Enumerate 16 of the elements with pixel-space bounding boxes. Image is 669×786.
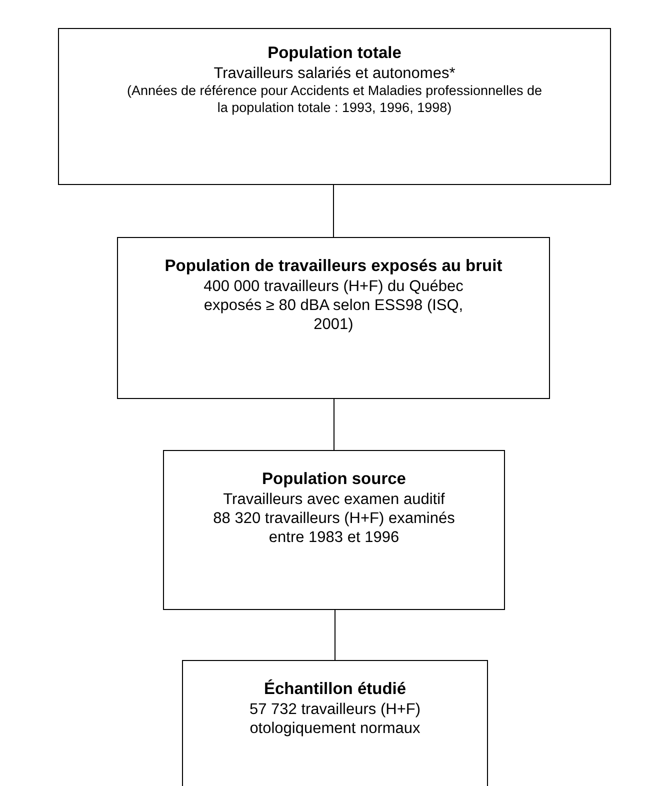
- process-box: [182, 660, 488, 786]
- box-detail: 88 320 travailleurs (H+F) examinés entre 1983 et 1996: [212, 509, 456, 548]
- box-detail: (Années de référence pour Accidents et Maladies professionnelles de la population totale : 1993, 1996, 1998): [126, 83, 543, 117]
- box-description: Travailleurs avec examen auditif: [223, 490, 445, 509]
- box-description: 400 000 travailleurs (H+F) du Québec exposés ≥ 80 dBA selon ESS98 (ISQ, 2001): [202, 276, 464, 335]
- box-heading: Population totale: [268, 43, 402, 64]
- box-description: 57 732 travailleurs (H+F) otologiquement normaux: [248, 700, 422, 738]
- connector-line: [333, 184, 334, 238]
- process-box: [117, 237, 550, 399]
- box-description: Travailleurs salariés et autonomes*: [214, 64, 456, 83]
- box-heading: Population de travailleurs exposés au bruit: [164, 256, 502, 277]
- process-box: [163, 450, 505, 610]
- connector-line: [334, 610, 336, 660]
- process-box: [58, 28, 611, 185]
- box-heading: Échantillon étudié: [264, 679, 406, 700]
- box-heading: Population source: [262, 469, 406, 490]
